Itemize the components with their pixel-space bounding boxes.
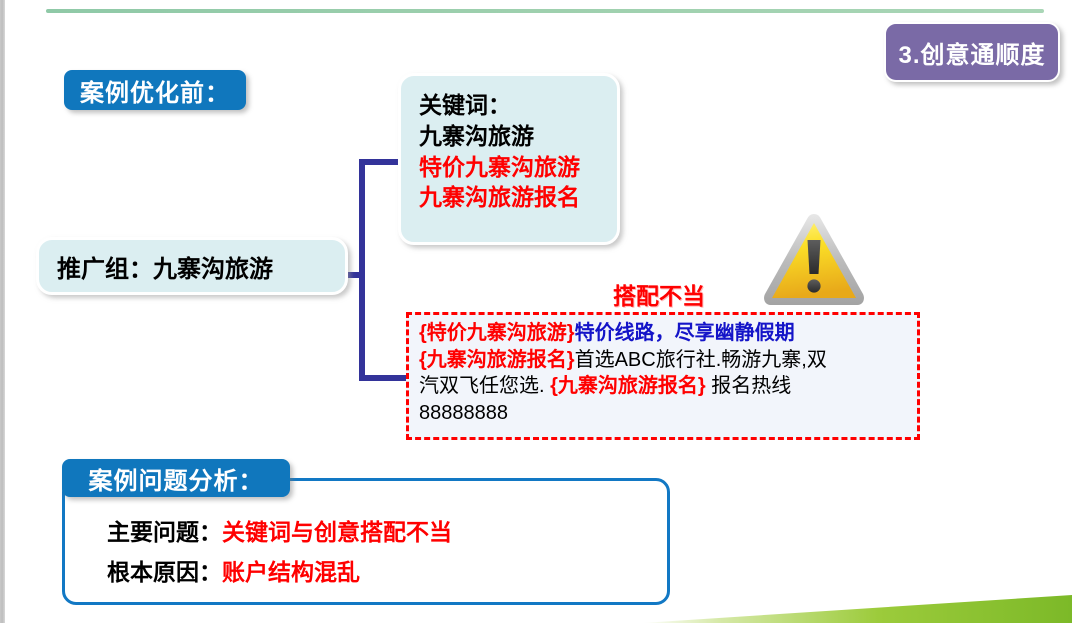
creative-keyword-token: {九寨沟旅游报名} xyxy=(550,375,706,398)
analysis-row: 主要问题：关键词与创意搭配不当 xyxy=(107,513,667,553)
analysis-row-label: 主要问题： xyxy=(107,519,222,545)
creative-line-3: 汽双飞任您选. {九寨沟旅游报名} 报名热线 xyxy=(419,373,909,400)
analysis-row-value: 账户结构混乱 xyxy=(222,558,360,585)
creative-keyword-token: {特价九寨沟旅游} xyxy=(419,322,575,344)
keyword-item-1: 九寨沟旅游 xyxy=(419,122,534,149)
analysis-row-label: 根本原因： xyxy=(107,558,222,585)
bottom-green-wedge xyxy=(642,589,1072,623)
promotion-group-box: 推广组：九寨沟旅游 xyxy=(36,237,348,295)
creative-line-1: {特价九寨沟旅游}特价线路，尽享幽静假期 xyxy=(419,320,909,347)
keyword-box: 关键词： 九寨沟旅游 特价九寨沟旅游 九寨沟旅游报名 xyxy=(398,73,620,245)
creative-title-text: 特价线路，尽享幽静假期 xyxy=(574,322,795,344)
keyword-title: 关键词： xyxy=(419,92,511,118)
creative-body-text: 首选ABC旅行社.畅游九寨,双 xyxy=(574,348,827,371)
keyword-item-2: 特价九寨沟旅游 xyxy=(419,153,580,180)
mismatch-annotation-label: 搭配不当 xyxy=(613,283,705,309)
left-edge-strip xyxy=(0,0,5,623)
analysis-title-badge: 案例问题分析： xyxy=(62,459,290,497)
analysis-row-value: 关键词与创意搭配不当 xyxy=(222,519,452,545)
creative-copy-box: {特价九寨沟旅游}特价线路，尽享幽静假期 {九寨沟旅游报名}首选ABC旅行社.畅… xyxy=(406,312,920,440)
creative-keyword-token: {九寨沟旅游报名} xyxy=(419,348,575,371)
warning-triangle-icon xyxy=(762,212,866,307)
top-green-rule xyxy=(46,9,1044,13)
creative-body-text: 报名热线 xyxy=(705,375,792,398)
creative-line-2: {九寨沟旅游报名}首选ABC旅行社.畅游九寨,双 xyxy=(419,347,909,374)
creative-body-text: 汽双飞任您选. xyxy=(419,375,551,398)
promotion-group-label: 推广组：九寨沟旅游 xyxy=(57,255,273,283)
analysis-row: 根本原因：账户结构混乱 xyxy=(107,553,667,593)
keyword-item-3: 九寨沟旅游报名 xyxy=(419,184,580,211)
topic-badge: 3.创意通顺度 xyxy=(884,22,1060,82)
analysis-panel: 主要问题：关键词与创意搭配不当 根本原因：账户结构混乱 xyxy=(62,478,670,605)
creative-line-4: 88888888 xyxy=(419,401,508,424)
case-before-badge: 案例优化前： xyxy=(64,70,246,110)
